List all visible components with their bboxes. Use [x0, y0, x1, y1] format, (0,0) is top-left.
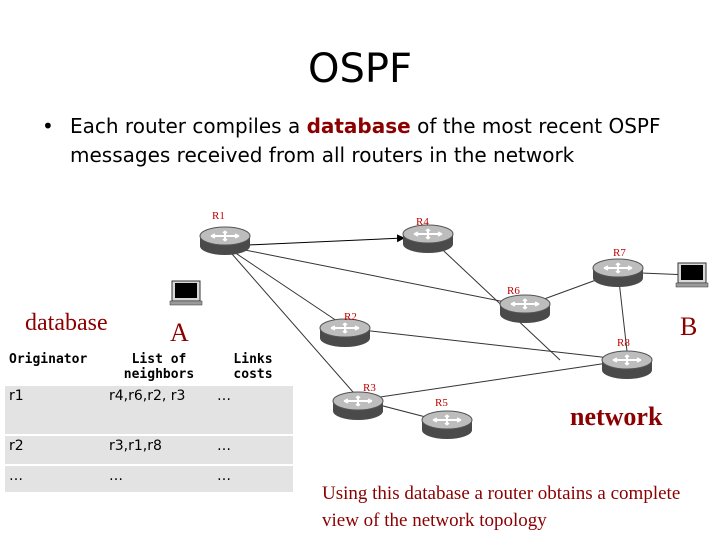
router-r7: R7 [592, 247, 644, 288]
bullet-marker: • [42, 114, 54, 138]
router-label: R7 [613, 247, 626, 259]
router-label: R5 [435, 397, 448, 409]
originator-cell: … [9, 468, 23, 484]
network-label: network [570, 402, 663, 431]
neighbors-cell: r3,r1,r8 [109, 438, 162, 454]
router-icon [402, 224, 454, 254]
link-r1-r6 [224, 245, 526, 307]
router-b-label: B [680, 312, 698, 341]
router-icon [332, 391, 384, 421]
router-r5: R5 [421, 397, 473, 440]
router-label: R3 [363, 382, 376, 394]
caption: Using this database a router obtains a c… [322, 483, 681, 531]
slide-title: OSPF [307, 46, 412, 92]
router-r8: R8 [601, 337, 653, 380]
router-label: R8 [617, 337, 630, 349]
router-icon [601, 350, 653, 380]
header-links-costs: Links costs [213, 350, 293, 385]
router-r2: R2 [319, 311, 371, 348]
link-r1-r4 [247, 234, 405, 246]
neighbors-cell: … [109, 468, 123, 484]
header-originator: Originator [5, 350, 105, 385]
pc-b-icon [675, 262, 709, 288]
bullet-highlight: database [306, 114, 411, 138]
link-r4-r5 [429, 237, 561, 361]
table-row: r1 r4,r6,r2, r3 … [5, 385, 293, 435]
costs-cell: … [217, 438, 231, 454]
costs-cell: … [217, 468, 231, 484]
database-table: Originator List of neighbors Links costs… [5, 350, 293, 492]
router-r3: R3 [332, 382, 384, 421]
link-r2-r8 [361, 329, 629, 361]
router-label: R4 [416, 216, 429, 228]
table-row: r2 r3,r1,r8 … [5, 435, 293, 465]
router-icon [199, 226, 251, 256]
router-r1: R1 [199, 210, 251, 256]
bullet-text: Each router compiles a database of the m… [70, 112, 682, 170]
router-icon [592, 258, 644, 288]
router-r6: R6 [499, 285, 551, 324]
originator-cell: r2 [9, 438, 24, 454]
link-r3-r8 [359, 359, 629, 401]
link-r1-r3 [224, 245, 361, 401]
router-a-label: A [170, 318, 189, 347]
bullet-point: • Each router compiles a database of the… [42, 112, 682, 170]
router-label: R6 [507, 285, 520, 297]
router-icon [421, 410, 473, 440]
router-icon [499, 294, 551, 324]
table-row: … … … [5, 465, 293, 492]
costs-cell: … [217, 388, 231, 404]
header-neighbors: List of neighbors [105, 350, 213, 385]
router-label: R2 [344, 311, 357, 323]
router-r4: R4 [402, 216, 454, 254]
link-r1-r2 [224, 245, 344, 326]
bullet-text-after: of the most recent OSPF messages receive… [70, 114, 661, 167]
bullet-text-before: Each router compiles a [70, 114, 307, 138]
table-header-row: Originator List of neighbors Links costs [5, 350, 293, 385]
router-icon [319, 318, 371, 348]
originator-cell: r1 [9, 388, 24, 404]
neighbors-cell: r4,r6,r2, r3 [109, 388, 186, 404]
database-label: database [25, 310, 108, 336]
router-label: R1 [212, 210, 225, 222]
pc-a-icon [169, 280, 203, 306]
